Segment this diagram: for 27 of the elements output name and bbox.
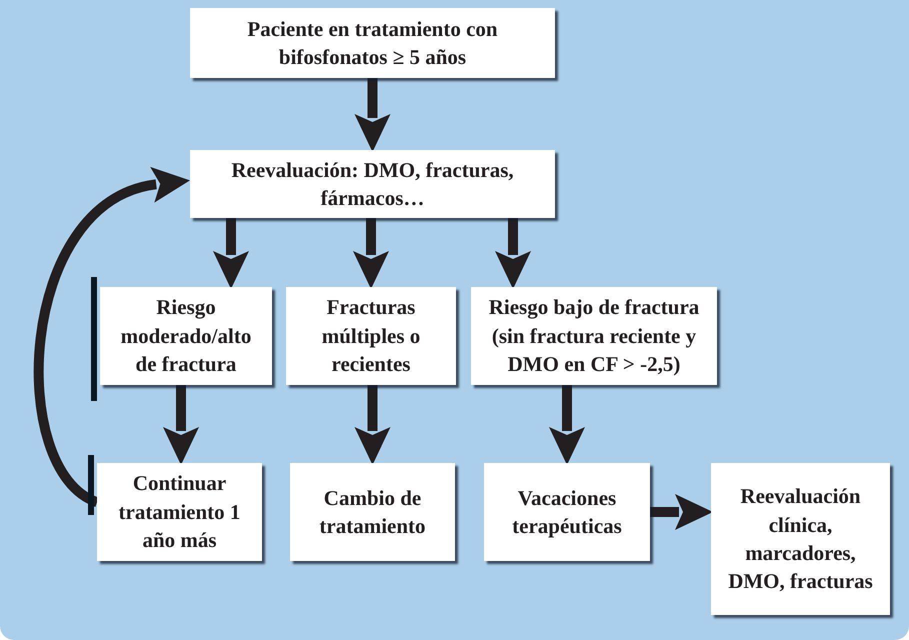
process-box	[290, 463, 455, 561]
arrow	[353, 218, 389, 289]
process-box	[471, 287, 717, 385]
box-text: Paciente en tratamiento con bifosfonatos ≥ 5 años	[246, 16, 499, 71]
process-box	[100, 287, 272, 385]
arrow	[34, 168, 189, 506]
arrow	[650, 494, 713, 530]
box-text: Cambio de tratamiento	[318, 484, 427, 540]
box-text: Vacaciones terapéuticas	[511, 484, 623, 540]
arrow	[549, 385, 585, 465]
box-text: Reevaluación clínica, marcadores, DMO, fracturas	[727, 483, 874, 596]
arrow	[354, 78, 390, 152]
process-box	[190, 150, 555, 218]
arrow	[354, 385, 390, 465]
arrow	[213, 218, 249, 289]
box-text: Riesgo moderado/alto de fractura	[120, 294, 252, 378]
box-text: Reevaluación: DMO, fracturas, fármacos…	[230, 156, 515, 212]
arrow	[163, 385, 199, 465]
box-text: Riesgo bajo de fractura (sin fractura reciente y DMO en CF > -2,5)	[488, 294, 700, 378]
process-box	[484, 463, 650, 561]
process-box	[711, 463, 890, 615]
box-text: Fracturas múltiples o recientes	[320, 294, 422, 378]
process-box	[97, 463, 262, 561]
process-box	[286, 287, 456, 385]
box-text: Continuar tratamiento 1 año más	[118, 470, 242, 554]
process-box	[190, 8, 555, 78]
arrow	[495, 218, 531, 289]
